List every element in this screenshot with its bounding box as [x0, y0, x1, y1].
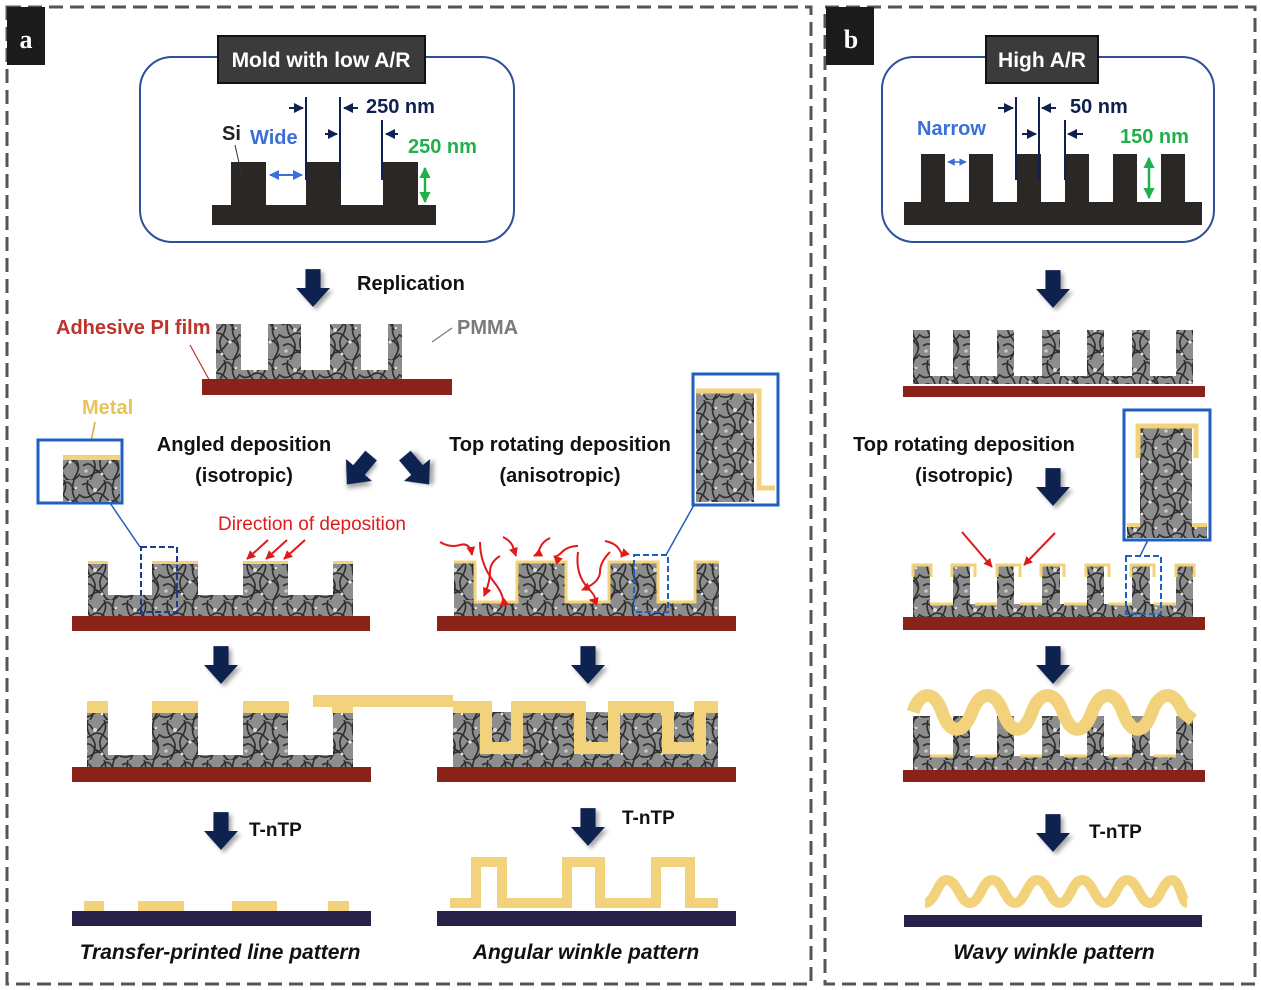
direction-arrows-left — [246, 539, 306, 560]
inset-left-metal — [63, 455, 120, 460]
inset-b-metal-cap — [1135, 423, 1199, 458]
si-leader — [234, 144, 243, 177]
right-branch-line1: Top rotating deposition — [449, 434, 671, 456]
structure-angled — [72, 561, 370, 631]
panel-b-label-box — [826, 7, 874, 65]
pmma-label: PMMA — [457, 317, 518, 339]
direction-arrows-right — [439, 536, 630, 607]
result-angular-pattern — [437, 857, 736, 926]
result-line-pattern — [72, 901, 371, 926]
tntp-label-right: T-nTP — [622, 808, 675, 829]
gap-label-wide: Wide — [250, 127, 298, 149]
replication-arrow — [296, 269, 330, 307]
tntp-arrow-left — [204, 812, 238, 850]
structure-anisotropic — [437, 560, 736, 631]
left-branch-arrow — [333, 444, 385, 496]
panel-a-frame — [5, 5, 813, 986]
left-branch-line1: Angled deposition — [157, 434, 331, 456]
left-zoom-region — [140, 546, 178, 613]
mold-a-title-box — [217, 35, 426, 84]
film-leader — [189, 344, 213, 386]
panel-a-label-box — [7, 7, 45, 65]
structure-b-deposited — [903, 563, 1205, 630]
step-arrow-left-1 — [204, 646, 238, 684]
structure-right-angular — [313, 695, 736, 782]
gap-label-narrow: Narrow — [917, 118, 986, 140]
inset-left-pmma — [63, 459, 120, 502]
si-mold-b — [904, 154, 1202, 225]
metal-label: Metal — [82, 397, 133, 419]
result-b-title: Wavy winkle pattern — [953, 941, 1155, 964]
pi-film — [202, 379, 452, 395]
result-wavy-pattern — [904, 874, 1202, 927]
width-dimension-a — [289, 97, 398, 180]
inset-left-connector — [109, 502, 141, 548]
inset-right-pmma — [696, 393, 754, 502]
inset-b-connector — [1139, 539, 1149, 557]
structure-left-metal-top — [72, 701, 371, 782]
tntp-arrow-b — [1036, 814, 1070, 852]
panel-b-letter: b — [844, 25, 858, 54]
si-mold-a — [212, 162, 436, 225]
inset-right-connector — [665, 504, 695, 556]
result-left-title: Transfer-printed line pattern — [80, 941, 361, 964]
right-branch-arrow — [391, 444, 443, 496]
film-label: Adhesive PI film — [56, 317, 211, 339]
si-label: Si — [222, 123, 241, 145]
replication-arrow-b — [1036, 270, 1070, 308]
replica-a — [202, 324, 452, 395]
deposition-arrow-b — [1036, 468, 1070, 506]
replica-b — [903, 330, 1205, 397]
panel-b-frame — [823, 5, 1257, 986]
right-zoom-region — [633, 554, 669, 613]
right-branch-line2: (anisotropic) — [499, 465, 620, 487]
width-dim-label-a: 250 nm — [366, 96, 435, 118]
mold-b-title-box — [985, 35, 1099, 84]
inset-b-pmma — [1140, 428, 1192, 538]
result-right-title: Angular winkle pattern — [472, 941, 699, 964]
direction-label: Direction of deposition — [218, 514, 406, 535]
panel-a-letter: a — [20, 25, 33, 54]
direction-arrows-b — [961, 531, 1056, 568]
height-dim-label-b: 150 nm — [1120, 126, 1189, 148]
mold-a-title: Mold with low A/R — [232, 49, 411, 72]
step-arrow-right-1 — [571, 646, 605, 684]
inset-b-metal-left — [1127, 523, 1140, 527]
inset-right-metal — [696, 388, 775, 491]
zoom-region-b — [1125, 555, 1162, 615]
width-dimension-b — [998, 97, 1083, 180]
tntp-label-left: T-nTP — [249, 820, 302, 841]
tntp-arrow-right — [571, 808, 605, 846]
width-dim-label-b: 50 nm — [1070, 96, 1128, 118]
structure-b-wavy — [903, 689, 1205, 782]
inset-b-metal-right — [1192, 523, 1207, 527]
branch-b-line2: (isotropic) — [915, 465, 1013, 487]
height-dim-label-a: 250 nm — [408, 136, 477, 158]
mold-b-title: High A/R — [998, 49, 1086, 72]
branch-b-line1: Top rotating deposition — [853, 434, 1075, 456]
left-branch-line2: (isotropic) — [195, 465, 293, 487]
step-arrow-b — [1036, 646, 1070, 684]
replication-label: Replication — [357, 273, 465, 295]
tntp-label-b: T-nTP — [1089, 822, 1142, 843]
pmma-leader — [431, 327, 453, 343]
inset-b-pmma-base — [1127, 525, 1207, 538]
